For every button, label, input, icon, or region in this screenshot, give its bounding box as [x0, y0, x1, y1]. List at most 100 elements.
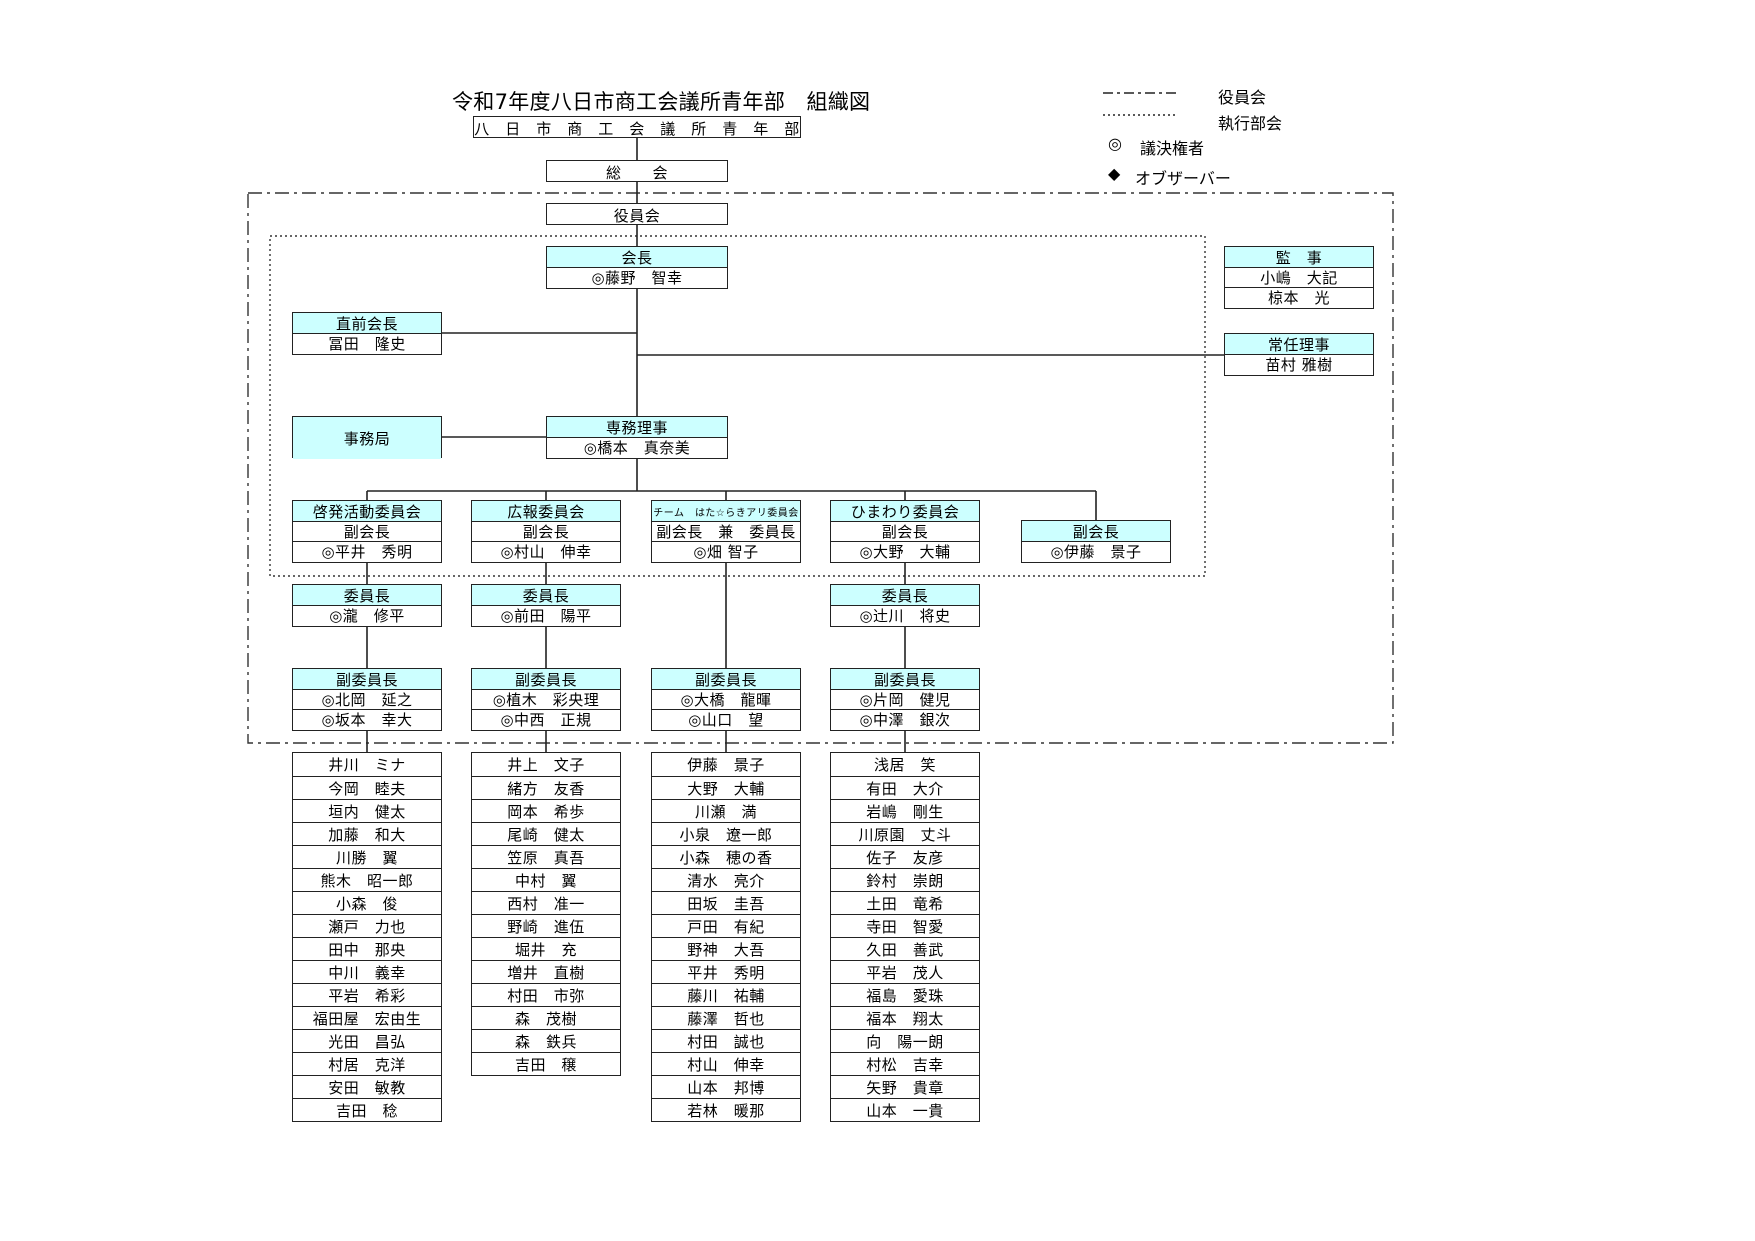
- vc2-header: 副委員長: [472, 669, 620, 689]
- vc1-row-0: ◎北岡 延之: [293, 689, 441, 709]
- c5-row-0: 副会長: [1022, 521, 1170, 541]
- member-name: 小森 穂の香: [652, 845, 800, 868]
- member-name: 若林 暖那: [652, 1098, 800, 1121]
- member-list-2: 井上 文子緒方 友香岡本 希歩尾崎 健太笠原 真吾中村 翼西村 准一野崎 進伍堀…: [471, 752, 621, 1076]
- member-name: 堀井 充: [472, 937, 620, 960]
- member-name: 寺田 智愛: [831, 914, 979, 937]
- org-box: 八 日 市 商 工 会 議 所 青 年 部: [473, 116, 801, 138]
- c5-box: 副会長◎伊藤 景子: [1021, 520, 1171, 563]
- legend-label-giketsukensha: 議決権者: [1140, 139, 1205, 158]
- chart-title: 令和7年度八日市商工会議所青年部 組織図: [452, 90, 871, 114]
- member-name: 西村 准一: [472, 891, 620, 914]
- yakuinkai-row-0: 役員会: [613, 206, 661, 225]
- member-name: 平岩 茂人: [831, 960, 979, 983]
- c1-row-0: 副会長: [293, 521, 441, 541]
- member-name: 井川 ミナ: [328, 756, 406, 774]
- member-name: 瀬戸 力也: [293, 914, 441, 937]
- c1-box: 啓発活動委員会副会長◎平井 秀明: [292, 500, 442, 563]
- member-name: 今岡 睦夫: [293, 776, 441, 799]
- ch2-row-0: ◎前田 陽平: [472, 605, 620, 625]
- member-name: 藤川 祐輔: [652, 983, 800, 1006]
- member-name: 村居 克洋: [293, 1052, 441, 1075]
- member-name: 久田 善武: [831, 937, 979, 960]
- ch1-row-0: ◎瀧 修平: [293, 605, 441, 625]
- member-name: 小森 俊: [293, 891, 441, 914]
- member-name: 川原園 丈斗: [831, 822, 979, 845]
- vc2-row-0: ◎植木 彩央理: [472, 689, 620, 709]
- member-name: 尾崎 健太: [472, 822, 620, 845]
- member-name: 中村 翼: [472, 868, 620, 891]
- c2-header: 広報委員会: [472, 501, 620, 521]
- member-name: 有田 大介: [831, 776, 979, 799]
- kansa-row-1: 椋本 光: [1225, 287, 1373, 307]
- ch4-box: 委員長◎辻川 将史: [830, 584, 980, 627]
- zenkaicho-header: 直前会長: [293, 313, 441, 333]
- vc3-row-0: ◎大橋 龍暉: [652, 689, 800, 709]
- vc1-header: 副委員長: [293, 669, 441, 689]
- zenkaicho-box: 直前会長冨田 隆史: [292, 312, 442, 355]
- c4-header: ひまわり委員会: [831, 501, 979, 521]
- member-name: 大野 大輔: [652, 776, 800, 799]
- ch2-box: 委員長◎前田 陽平: [471, 584, 621, 627]
- member-name: 吉田 穣: [472, 1052, 620, 1075]
- member-name: 福田屋 宏由生: [293, 1006, 441, 1029]
- member-list-3: 伊藤 景子大野 大輔川瀬 満小泉 遼一郎小森 穂の香清水 亮介田坂 圭吾戸田 有…: [651, 752, 801, 1122]
- member-name: 福本 翔太: [831, 1006, 979, 1029]
- c4-row-0: 副会長: [831, 521, 979, 541]
- vc4-row-0: ◎片岡 健児: [831, 689, 979, 709]
- ch4-row-0: ◎辻川 将史: [831, 605, 979, 625]
- legend-symbol-double-circle: ◎: [1108, 134, 1122, 153]
- member-name: 村田 市弥: [472, 983, 620, 1006]
- vc3-row-1: ◎山口 望: [652, 709, 800, 729]
- member-name: 小泉 遼一郎: [652, 822, 800, 845]
- vc3-box: 副委員長◎大橋 龍暉◎山口 望: [651, 668, 801, 731]
- member-name: 光田 昌弘: [293, 1029, 441, 1052]
- member-name: 川瀬 満: [652, 799, 800, 822]
- member-name: 村松 吉幸: [831, 1052, 979, 1075]
- c2-row-1: ◎村山 伸幸: [472, 541, 620, 561]
- vc4-header: 副委員長: [831, 669, 979, 689]
- member-name: 戸田 有紀: [652, 914, 800, 937]
- c4-box: ひまわり委員会副会長◎大野 大輔: [830, 500, 980, 563]
- soukai-box: 総 会: [546, 160, 728, 182]
- member-name: 垣内 健太: [293, 799, 441, 822]
- jonin-header: 常任理事: [1225, 334, 1373, 354]
- jonin-box: 常任理事苗村 雅樹: [1224, 333, 1374, 376]
- member-name: 山本 一貴: [831, 1098, 979, 1121]
- jonin-row-0: 苗村 雅樹: [1225, 354, 1373, 374]
- soukai-row-0: 総 会: [605, 163, 668, 182]
- shikkoubukai-frame: [269, 235, 1206, 577]
- ch2-header: 委員長: [472, 585, 620, 605]
- ch1-header: 委員長: [293, 585, 441, 605]
- member-name: 浅居 笑: [873, 756, 936, 774]
- vc3-header: 副委員長: [652, 669, 800, 689]
- vc1-box: 副委員長◎北岡 延之◎坂本 幸大: [292, 668, 442, 731]
- member-name: 伊藤 景子: [687, 756, 765, 774]
- legend-symbol-diamond: ◆: [1108, 164, 1121, 183]
- c3-row-0: 副会長 兼 委員長: [652, 521, 800, 541]
- c2-row-0: 副会長: [472, 521, 620, 541]
- member-name: 福島 愛珠: [831, 983, 979, 1006]
- member-name: 川勝 翼: [293, 845, 441, 868]
- c3-box: チーム はた☆らきアリ委員会副会長 兼 委員長◎畑 智子: [651, 500, 801, 563]
- member-list-1: 井川 ミナ今岡 睦夫垣内 健太加藤 和大川勝 翼熊木 昭一郎小森 俊瀬戸 力也田…: [292, 752, 442, 1122]
- member-name: 中川 義幸: [293, 960, 441, 983]
- vc1-row-1: ◎坂本 幸大: [293, 709, 441, 729]
- c4-row-1: ◎大野 大輔: [831, 541, 979, 561]
- c1-header: 啓発活動委員会: [293, 501, 441, 521]
- member-name: 矢野 貴章: [831, 1075, 979, 1098]
- jimukyoku-row-0: 事務局: [293, 417, 441, 459]
- member-name: 緒方 友香: [472, 776, 620, 799]
- legend-label-shikkoubukai: 執行部会: [1218, 114, 1283, 133]
- c2-box: 広報委員会副会長◎村山 伸幸: [471, 500, 621, 563]
- jimukyoku-box: 事務局: [292, 416, 442, 459]
- member-name: 田中 那央: [293, 937, 441, 960]
- c3-header: チーム はた☆らきアリ委員会: [652, 501, 800, 521]
- zenkaicho-row-0: 冨田 隆史: [293, 333, 441, 353]
- vc2-box: 副委員長◎植木 彩央理◎中西 正規: [471, 668, 621, 731]
- member-name: 清水 亮介: [652, 868, 800, 891]
- kansa-header: 監 事: [1225, 247, 1373, 267]
- member-name: 田坂 圭吾: [652, 891, 800, 914]
- senmu-row-0: ◎橋本 真奈美: [547, 437, 727, 457]
